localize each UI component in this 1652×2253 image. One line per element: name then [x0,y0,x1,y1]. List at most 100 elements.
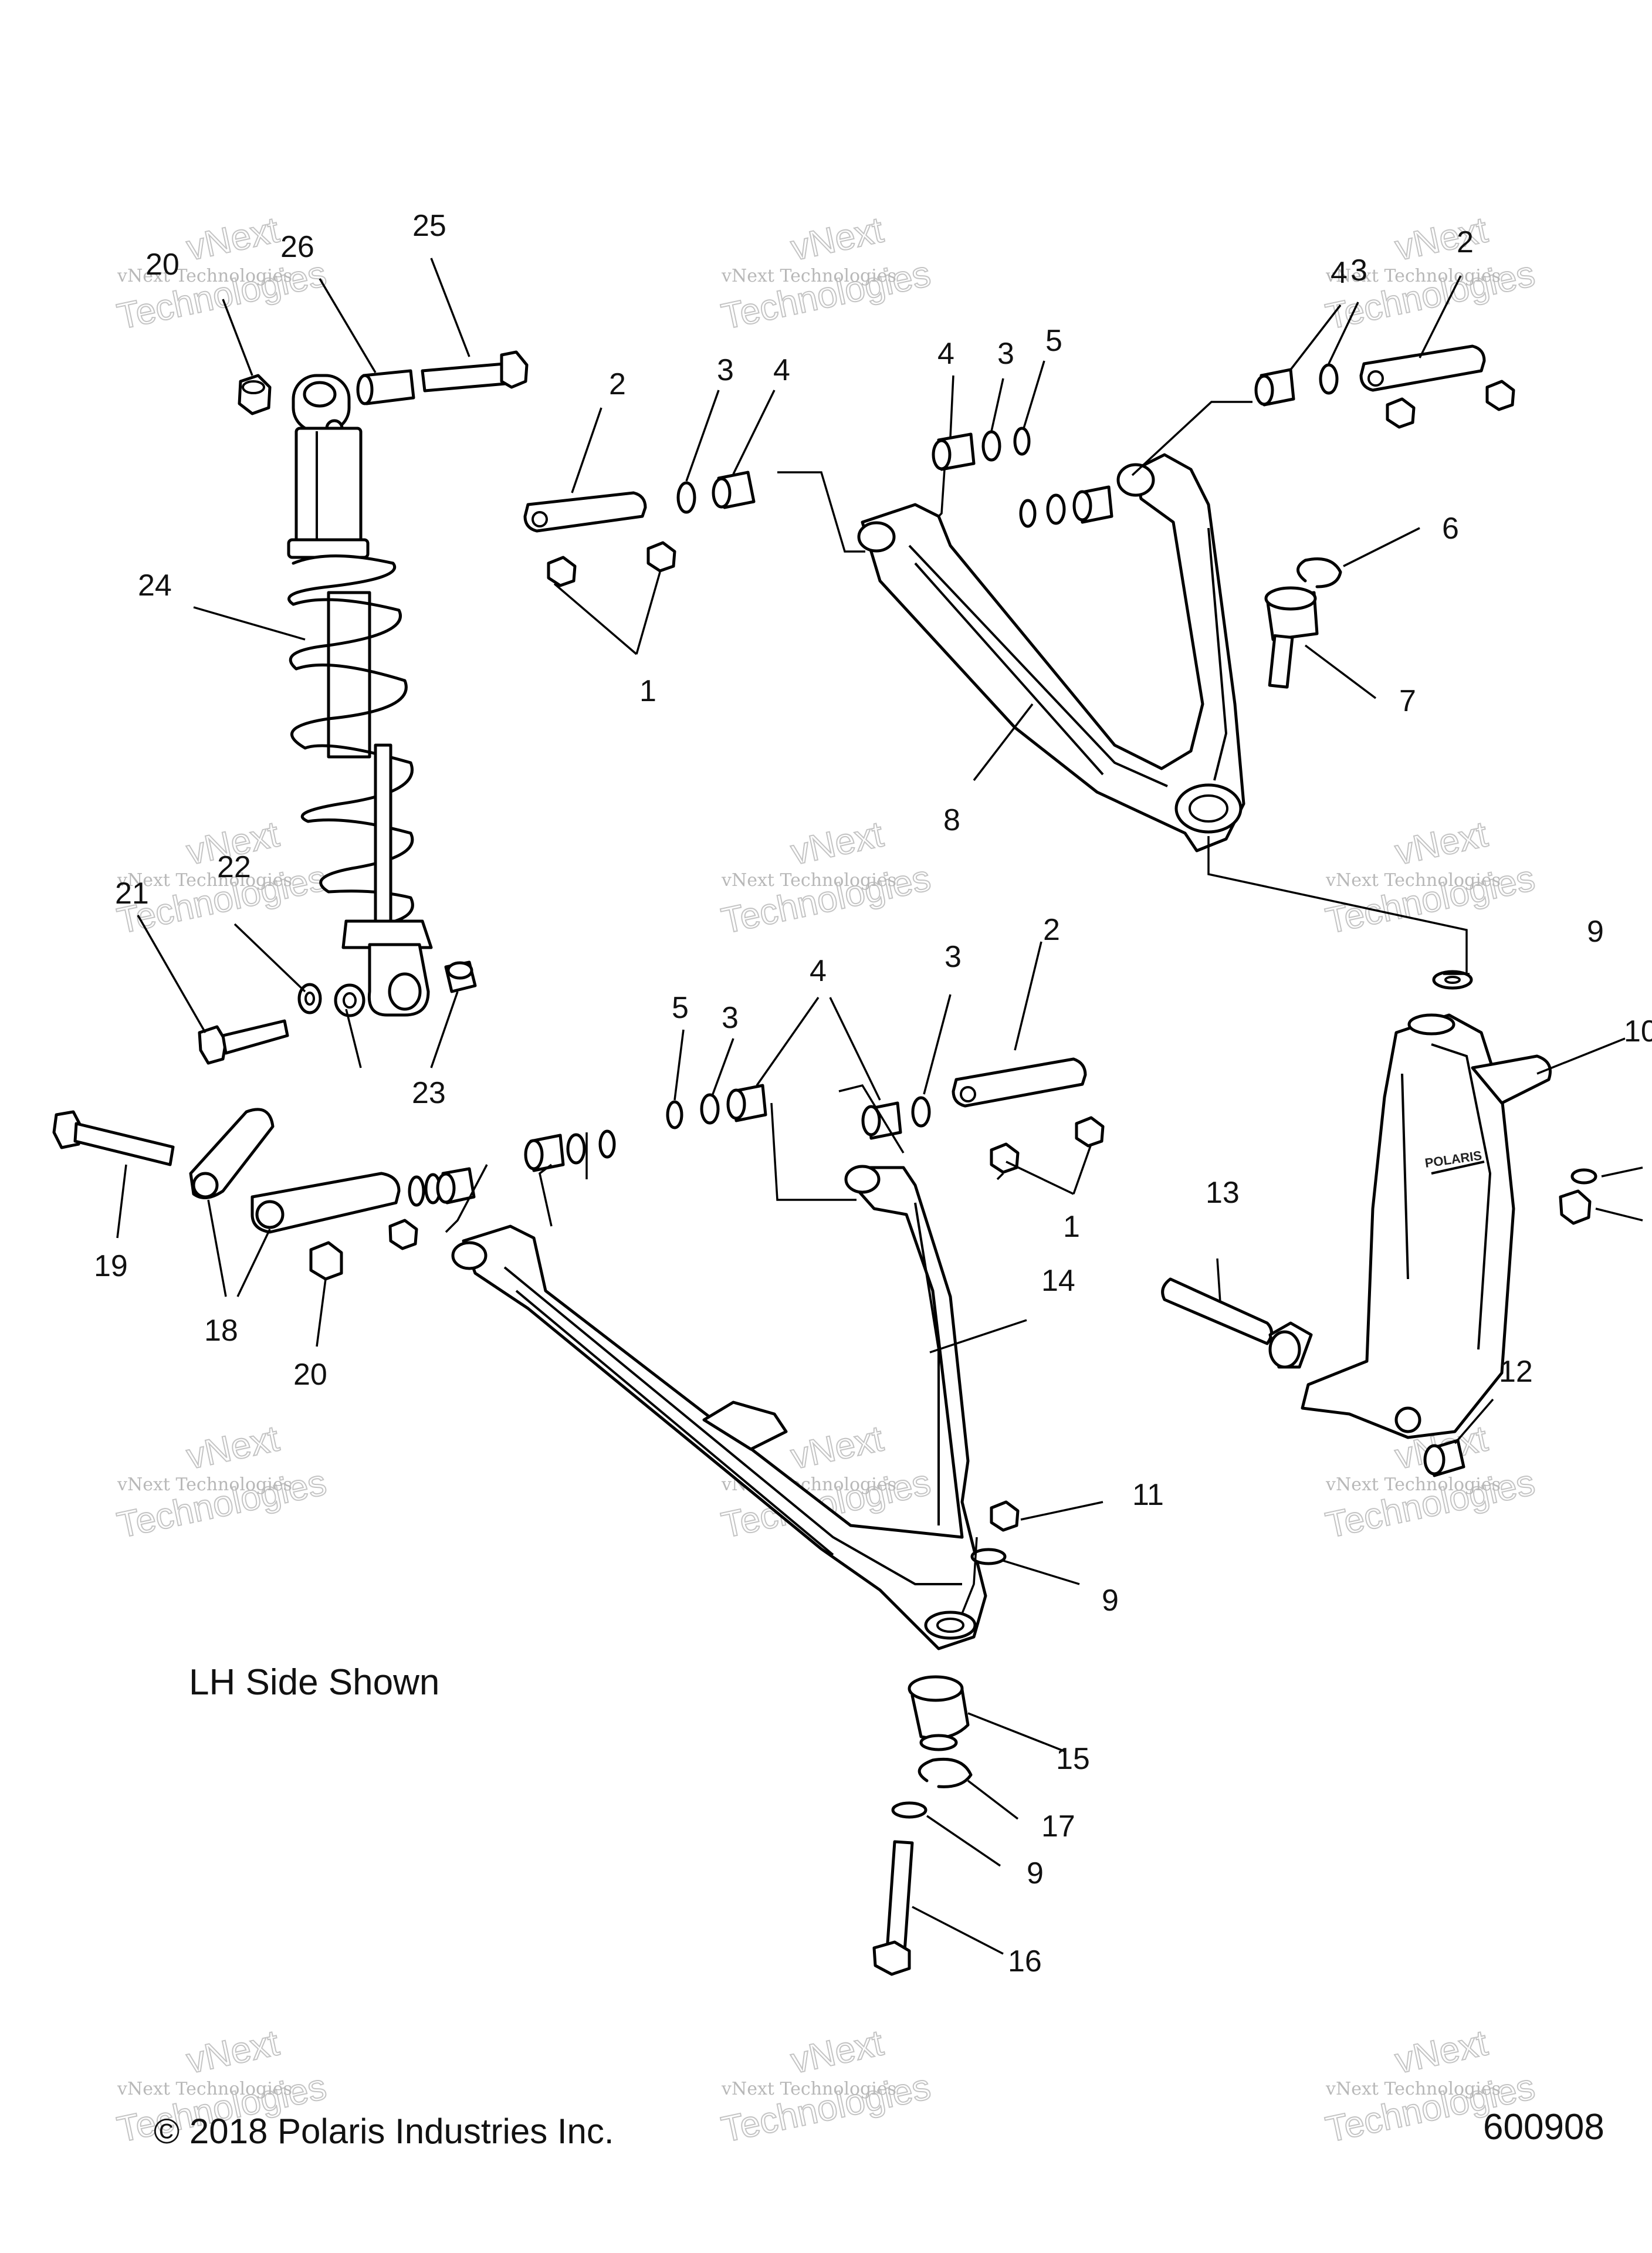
callout-9b: 9 [1102,1584,1119,1618]
callouts: 20 26 25 24 21 22 23 19 18 20 2 3 4 1 4 … [94,209,1652,1978]
callout-3b: 3 [997,337,1014,371]
callout-5a: 5 [1045,324,1062,358]
nuts-1-lower [990,1116,1105,1174]
nut-18 [388,1219,418,1250]
svg-text:vNext Technologies: vNext Technologies [1325,870,1501,891]
svg-text:vNext Technologies: vNext Technologies [1325,266,1501,286]
svg-text:vNext Technologies: vNext Technologies [117,266,292,286]
callout-2c: 2 [1043,913,1060,947]
pivot-shaft-18a [189,1108,275,1199]
callout-23: 23 [412,1076,446,1110]
svg-text:vNext Technologies: vNext Technologies [721,870,896,891]
svg-text:vNext: vNext [183,2022,282,2081]
leader-lines [116,258,1643,1955]
bushing-lower-mid [524,1129,616,1172]
callout-25: 25 [412,209,446,243]
callout-4d: 4 [810,954,827,988]
svg-text:vNext: vNext [1392,814,1491,872]
washer-3-lower-a [700,1093,720,1125]
callout-1b: 1 [1063,1210,1080,1244]
callout-15: 15 [1056,1742,1090,1776]
callout-2b: 2 [1457,225,1474,259]
callout-4a: 4 [773,353,790,387]
sleeve-26 [356,369,415,405]
callout-6: 6 [1442,512,1459,546]
callout-14: 14 [1041,1264,1075,1298]
callout-22: 22 [217,850,251,884]
callout-4c: 4 [1331,256,1348,290]
nut-11 [990,1500,1020,1532]
callout-3c: 3 [1350,253,1367,287]
callout-7: 7 [1399,684,1416,718]
upper-a-arm [857,453,1245,853]
callout-8: 8 [943,803,960,837]
bolt-21 [198,1019,289,1065]
pivot-shaft-2-lower [952,1057,1087,1108]
diagram-number: 600908 [1483,2107,1604,2147]
bushing-23-right [444,960,477,993]
pivot-shaft-2-upper-right [1359,344,1486,392]
washer-9-bottom [891,1801,927,1819]
nut-20-top [238,374,272,415]
svg-text:vNext: vNext [1392,209,1491,268]
washer-3-upper-front [981,430,1001,462]
bolt-16 [872,1840,914,1976]
svg-text:vNext Technologies: vNext Technologies [117,870,292,891]
callout-1a: 1 [639,674,656,708]
steering-knuckle: POLARIS [1301,1013,1552,1439]
lower-a-arm [451,1165,987,1650]
ball-joint-15 [908,1675,970,1751]
callout-3e: 3 [945,940,962,974]
bushing-23-left [334,983,365,1017]
shock-absorber [287,374,433,1017]
callout-16: 16 [1008,1944,1042,1978]
callout-20b: 20 [293,1358,327,1392]
callout-19: 19 [94,1249,128,1283]
svg-text:vNext Technologies: vNext Technologies [117,1474,292,1495]
washer-9-knuckle [1432,970,1473,990]
callout-9a: 9 [1587,915,1604,949]
callout-11: 11 [1132,1478,1164,1512]
svg-text:vNext Technologies: vNext Technologies [721,266,896,286]
snap-ring-6 [1296,557,1342,588]
bushing-4-lower-b [861,1101,902,1140]
side-note: LH Side Shown [189,1662,440,1703]
callout-3d: 3 [722,1001,739,1035]
rear-bushing-stack [1019,485,1113,528]
ring-5-upper-front [1013,427,1031,456]
nut-20-bottom [309,1241,343,1281]
svg-text:vNext: vNext [787,2022,886,2081]
pivot-shaft-18b [250,1172,401,1234]
callout-3a: 3 [717,353,734,387]
washer-9-lower [970,1548,1007,1565]
callout-9c: 9 [1027,1856,1044,1890]
callout-24: 24 [138,569,172,603]
bolt-19 [52,1110,175,1166]
svg-text:vNext: vNext [183,209,282,268]
callout-10: 10 [1624,1014,1652,1048]
washer-3-upper-right [1319,363,1339,395]
knuckle-right-fasteners [1559,1168,1597,1225]
callout-5b: 5 [672,991,689,1025]
snap-ring-17 [918,1757,973,1788]
svg-text:vNext Technologies: vNext Technologies [117,2079,292,2099]
svg-text:vNext: vNext [1392,2022,1491,2081]
washer-3-lower-b [911,1096,931,1128]
callout-13: 13 [1206,1176,1240,1210]
callout-17: 17 [1041,1809,1075,1843]
svg-text:vNext Technologies: vNext Technologies [721,2079,896,2099]
bushing-lower-left [408,1167,476,1207]
washer-3-upper-left [676,481,696,514]
callout-12: 12 [1499,1355,1533,1389]
callout-4b: 4 [937,337,954,371]
nuts-1-upper [547,541,676,587]
ring-5-lower [666,1100,683,1129]
svg-text:vNext: vNext [787,1418,886,1477]
callout-26: 26 [280,230,314,264]
bushing-12 [1423,1439,1465,1477]
svg-text:vNext: vNext [183,1418,282,1477]
pivot-shaft-2-upper-left [523,491,647,533]
nuts-upper-right [1386,380,1515,429]
svg-text:vNext Technologies: vNext Technologies [1325,1474,1501,1495]
